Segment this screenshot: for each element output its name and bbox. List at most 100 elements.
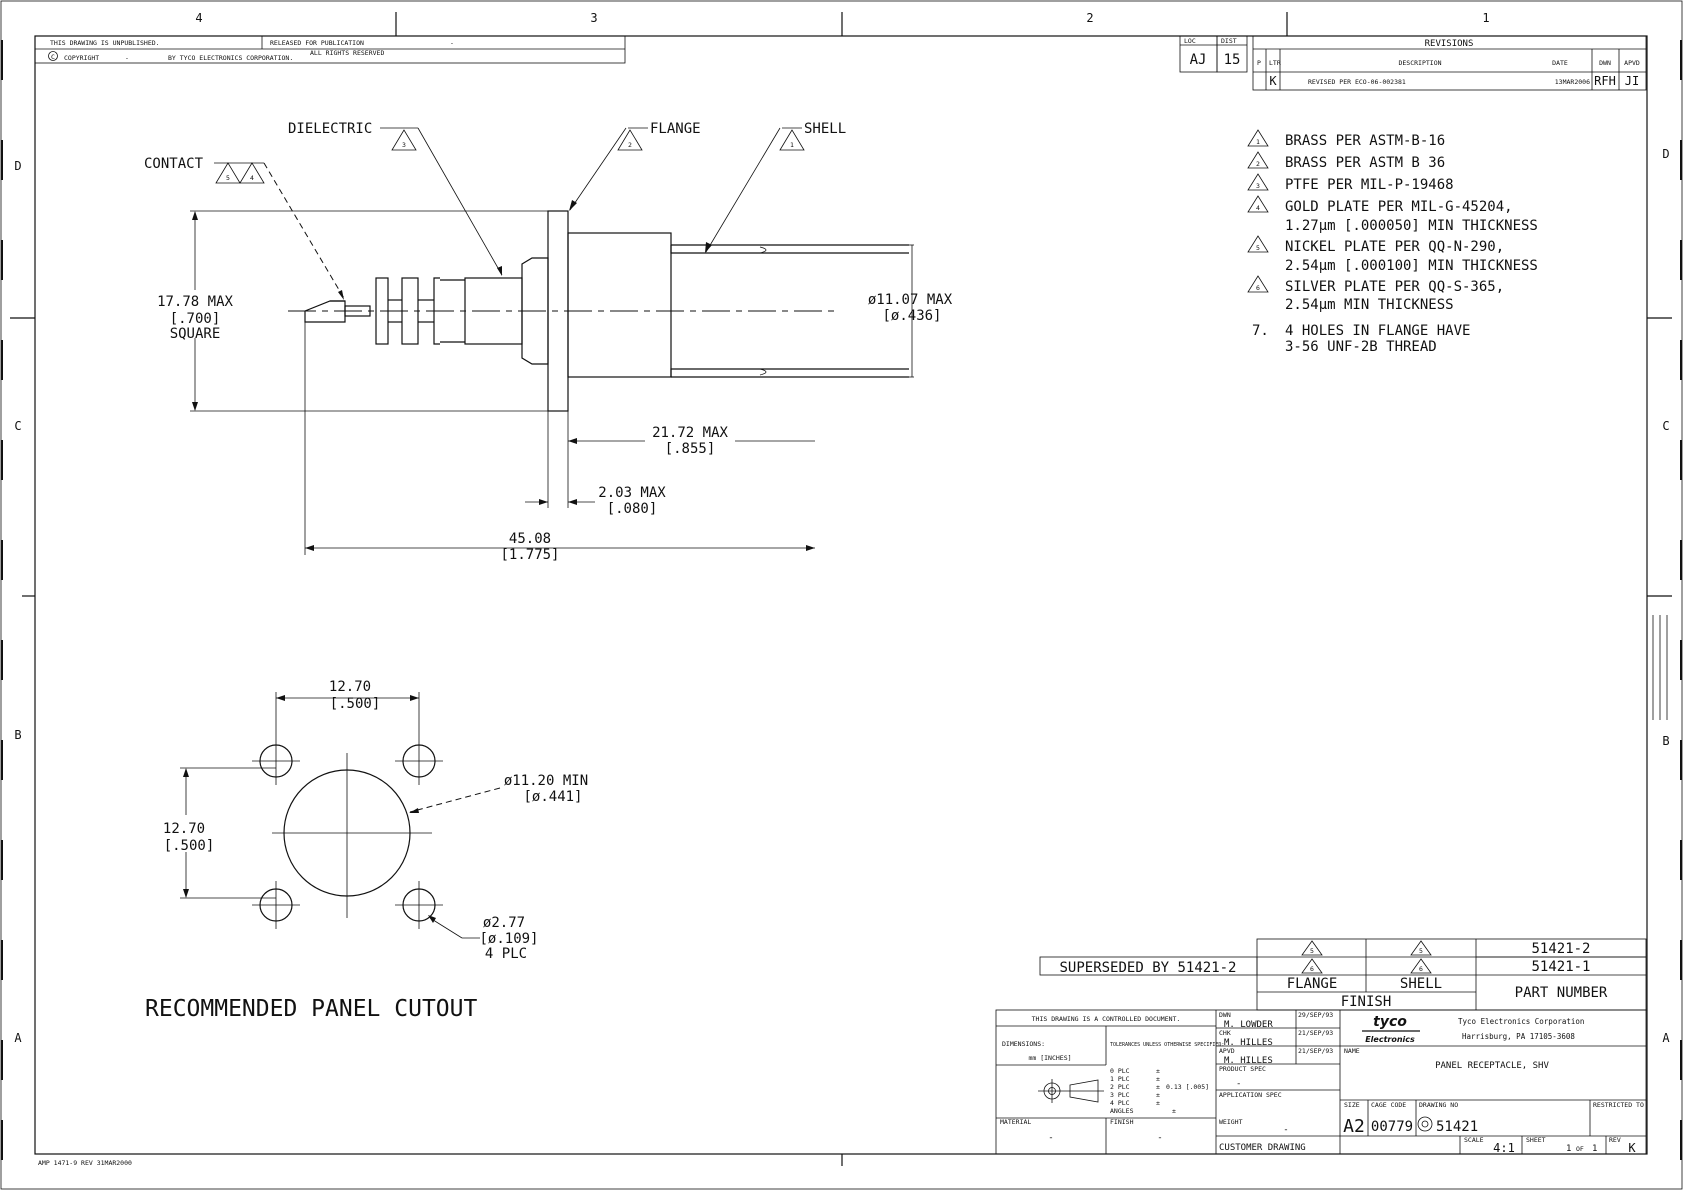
chk-date: 21/SEP/93 (1298, 1029, 1333, 1037)
cage-code-value: 00779 (1371, 1119, 1413, 1135)
note-7-number: 7. (1252, 323, 1269, 339)
customer-drawing-text: CUSTOMER DRAWING (1219, 1143, 1306, 1153)
name-label: NAME (1344, 1047, 1360, 1055)
note-5-text-line1: NICKEL PLATE PER QQ-N-290, (1285, 239, 1504, 255)
note-3: 3 PTFE PER MIL-P-19468 (1247, 173, 1454, 193)
note-5-text-line2: 2.54µm [.000100] MIN THICKNESS (1285, 258, 1538, 274)
dim-cutout-h-mm: 12.70 (329, 679, 371, 695)
svg-text:1: 1 (1256, 138, 1260, 146)
svg-text:±: ± (1156, 1091, 1160, 1099)
tolerances-label: TOLERANCES UNLESS OTHERWISE SPECIFIED: (1110, 1042, 1224, 1048)
note-flag-icon (1247, 235, 1269, 253)
sheet-value: 1 (1566, 1144, 1571, 1154)
note-4: 4 GOLD PLATE PER MIL-G-45204, 1.27µm [.0… (1247, 195, 1538, 234)
of-label: OF (1576, 1145, 1584, 1153)
weight-label: WEIGHT (1219, 1118, 1243, 1126)
size-value: A2 (1343, 1116, 1365, 1137)
dim-cutout-v-in: [.500] (164, 838, 215, 854)
application-spec-label: APPLICATION SPEC (1219, 1091, 1282, 1099)
unpublished-text: THIS DRAWING IS UNPUBLISHED. (50, 39, 160, 47)
svg-text:5: 5 (1256, 244, 1260, 252)
rev-row-date: 13MAR2006 (1555, 78, 1590, 86)
note-5: 5 NICKEL PLATE PER QQ-N-290, 2.54µm [.00… (1247, 235, 1538, 274)
svg-text:C: C (51, 53, 55, 61)
superseded-text: SUPERSEDED BY 51421-2 (1059, 960, 1236, 976)
scale-label: SCALE (1464, 1136, 1484, 1144)
drawing-name: PANEL RECEPTACLE, SHV (1435, 1061, 1549, 1071)
dwn-date: 29/SEP/93 (1298, 1011, 1333, 1019)
rights-text: ALL RIGHTS RESERVED (310, 49, 384, 57)
flag-triangle-icon (1301, 940, 1323, 956)
finish-label: FINISH (1341, 994, 1392, 1010)
rev-col-dwn: DWN (1599, 59, 1611, 67)
zone-label-top-4: 4 (195, 11, 202, 25)
callout-flange: FLANGE (650, 121, 701, 137)
part-number-2: 51421-1 (1531, 959, 1590, 975)
svg-text:1 PLC: 1 PLC (1110, 1075, 1130, 1083)
dwn-name: M. LOWDER (1224, 1020, 1273, 1030)
company-name: Tyco Electronics Corporation (1458, 1017, 1584, 1026)
dim-flange-mm: 2.03 MAX (598, 485, 666, 501)
tyco-logo: tyco Electronics (1362, 1014, 1420, 1044)
note-6-text-line2: 2.54µm MIN THICKNESS (1285, 297, 1454, 313)
svg-text:ANGLES: ANGLES (1110, 1107, 1134, 1115)
part-number-label: PART NUMBER (1515, 985, 1608, 1001)
finish-field-label: FINISH (1110, 1118, 1134, 1126)
note-3-text: PTFE PER MIL-P-19468 (1285, 177, 1454, 193)
note-6: 6 SILVER PLATE PER QQ-S-365, 2.54µm MIN … (1247, 275, 1504, 313)
note-2: 2 BRASS PER ASTM B 36 (1247, 151, 1445, 171)
svg-text:0 PLC: 0 PLC (1110, 1067, 1130, 1075)
shell-column-label: SHELL (1400, 976, 1442, 992)
copyright-icon (48, 51, 58, 61)
dim-cutout-dia-mm: ø11.20 MIN (504, 773, 588, 789)
svg-text:5: 5 (1419, 947, 1423, 955)
copyright-text: COPYRIGHT (64, 54, 99, 62)
callouts: DIELECTRIC 3 FLANGE 2 SHELL 1 CONTACT 5 … (144, 121, 846, 301)
dist-label: DIST (1221, 37, 1237, 45)
dim-hole-qty: 4 PLC (485, 946, 527, 962)
svg-text:Electronics: Electronics (1365, 1035, 1415, 1044)
mounting-hole (252, 737, 300, 785)
loc-label: LOC (1184, 37, 1196, 45)
zone-label-top-1: 1 (1482, 11, 1489, 25)
drawing-number-value: 51421 (1436, 1119, 1478, 1135)
mounting-hole (252, 881, 300, 929)
dim-shell-dia-in: [ø.436] (882, 308, 941, 324)
rev-col-apvd: APVD (1624, 59, 1640, 67)
dim-hole-mm: ø2.77 (483, 915, 525, 931)
dim-cutout-h-in: [.500] (330, 696, 381, 712)
mounting-hole (395, 737, 443, 785)
zone-label-left-c: C (14, 419, 21, 433)
dimensions-label: DIMENSIONS: (1002, 1040, 1045, 1048)
revisions-block: LOC AJ DIST 15 REVISIONS P LTR DESCRIPTI… (1179, 35, 1647, 91)
svg-text:±: ± (1172, 1107, 1176, 1115)
svg-text:±: ± (1156, 1083, 1160, 1091)
note-2-text: BRASS PER ASTM B 36 (1285, 155, 1445, 171)
flag-triangle-icon (239, 162, 265, 184)
dim-length-mm: 21.72 MAX (652, 425, 728, 441)
drawing-number-label: DRAWING NO (1419, 1101, 1458, 1109)
tolerance-rows: 0 PLC 1 PLC 2 PLC 3 PLC 4 PLC ANGLES ± ±… (1110, 1067, 1209, 1115)
corporation-text: BY TYCO ELECTRONICS CORPORATION. (168, 54, 293, 62)
dim-length-in: [.855] (665, 441, 716, 457)
finish-field-value: - (1157, 1133, 1162, 1143)
dim-flange-in: [.080] (607, 501, 658, 517)
zone-label-right-b: B (1662, 734, 1669, 748)
apvd-label: APVD (1219, 1047, 1235, 1055)
connector-side-view: 17.78 MAX [.700] SQUARE ø11.07 MAX [ø.43… (157, 210, 953, 563)
product-spec-label: PRODUCT SPEC (1219, 1065, 1266, 1073)
restricted-to-label: RESTRICTED TO (1593, 1101, 1644, 1109)
scale-value: 4:1 (1493, 1141, 1515, 1155)
third-angle-projection-icon (1038, 1079, 1104, 1103)
note-4-text-line2: 1.27µm [.000050] MIN THICKNESS (1285, 218, 1538, 234)
note-flag-icon (1247, 151, 1269, 169)
zone-label-right-c: C (1662, 419, 1669, 433)
mounting-hole (395, 881, 443, 929)
flag-triangle-icon (391, 129, 417, 151)
title-block: THIS DRAWING IS A CONTROLLED DOCUMENT. D… (995, 1009, 1647, 1155)
rev-row-description: REVISED PER ECO-06-002381 (1308, 78, 1406, 86)
dim-total-in: [1.775] (500, 547, 559, 563)
rev-row-dwn: RFH (1594, 74, 1616, 88)
